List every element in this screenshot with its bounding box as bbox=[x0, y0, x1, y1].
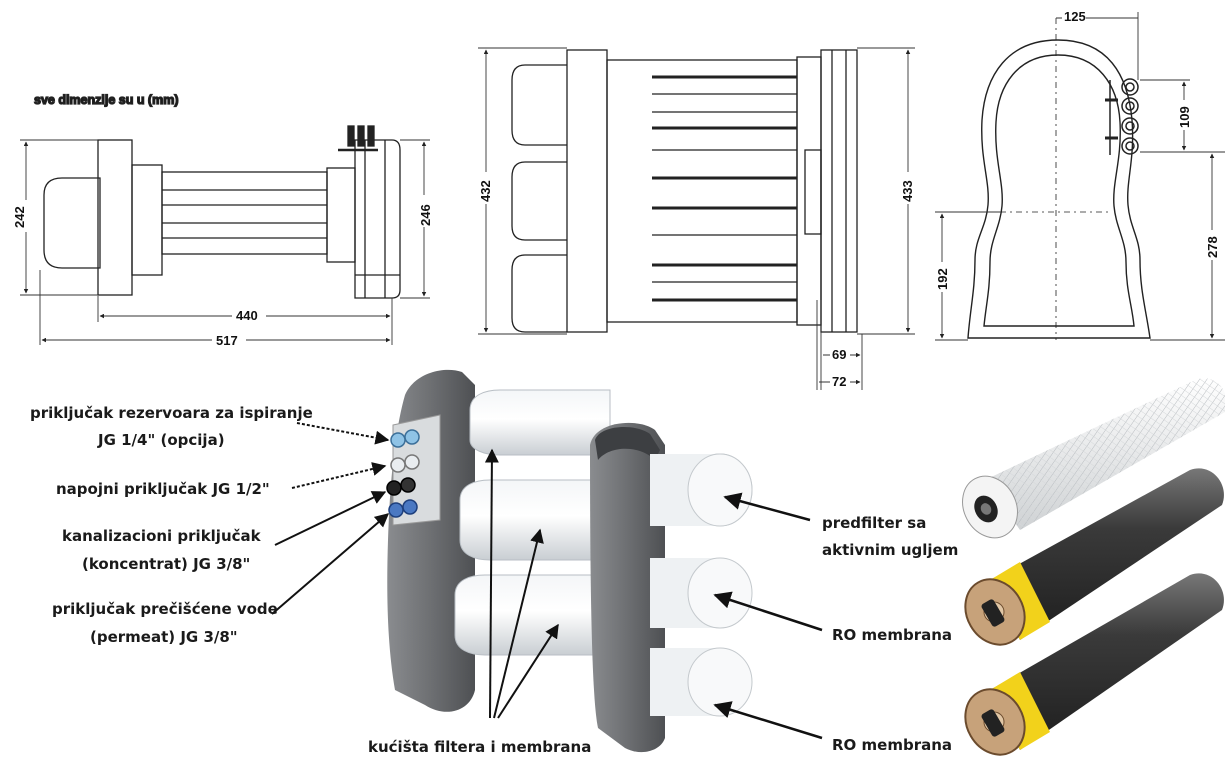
back-lower-right: 278 bbox=[1205, 236, 1220, 258]
label-permeate-port-line1: priključak prečišćene vode bbox=[52, 600, 278, 618]
label-housings: kućišta filtera i membrana bbox=[368, 738, 591, 756]
label-drain-port-line2: (koncentrat) JG 3/8" bbox=[82, 555, 250, 573]
side-height-right: 246 bbox=[418, 204, 433, 226]
front-view-drawing bbox=[478, 47, 915, 390]
ro-membrane-cartridge-1 bbox=[964, 468, 1224, 646]
label-ro-membrane-1: RO membrana bbox=[832, 626, 952, 644]
side-width-inner: 440 bbox=[236, 308, 258, 323]
end-caps bbox=[650, 453, 753, 717]
back-lower-left: 192 bbox=[935, 268, 950, 290]
back-width-top: 125 bbox=[1064, 9, 1086, 24]
front-height-left: 432 bbox=[478, 180, 493, 202]
label-flush-tank-port-line1: priključak rezervoara za ispiranje bbox=[30, 404, 313, 422]
side-width-total: 517 bbox=[216, 333, 238, 348]
label-supply-port: napojni priključak JG 1/2" bbox=[56, 480, 270, 498]
side-view-drawing: sve dimenzije su u (mm) bbox=[20, 92, 430, 345]
back-view-drawing bbox=[935, 12, 1225, 341]
front-depth-b: 72 bbox=[832, 374, 846, 389]
back-ports-height: 109 bbox=[1177, 106, 1192, 128]
label-permeate-port-line2: (permeat) JG 3/8" bbox=[90, 628, 238, 646]
label-drain-port-line1: kanalizacioni priključak bbox=[62, 527, 262, 545]
filter-housing-1 bbox=[469, 389, 611, 456]
ro-unit-render bbox=[386, 369, 753, 753]
side-height-left: 242 bbox=[12, 206, 27, 228]
label-ro-membrane-2: RO membrana bbox=[832, 736, 952, 754]
prefilter-cartridge bbox=[962, 378, 1225, 539]
port-fittings bbox=[386, 429, 420, 518]
leader-lines bbox=[271, 422, 823, 740]
ro-membrane-cartridge-2 bbox=[964, 573, 1224, 756]
front-depth-a: 69 bbox=[832, 347, 846, 362]
front-height-right: 433 bbox=[900, 180, 915, 202]
label-flush-tank-port-line2: JG 1/4" (opcija) bbox=[97, 431, 225, 449]
label-prefilter-line2: aktivnim ugljem bbox=[822, 541, 958, 559]
dimensions-note: sve dimenzije su u (mm) bbox=[34, 93, 178, 107]
label-prefilter-line1: predfilter sa bbox=[822, 514, 926, 532]
